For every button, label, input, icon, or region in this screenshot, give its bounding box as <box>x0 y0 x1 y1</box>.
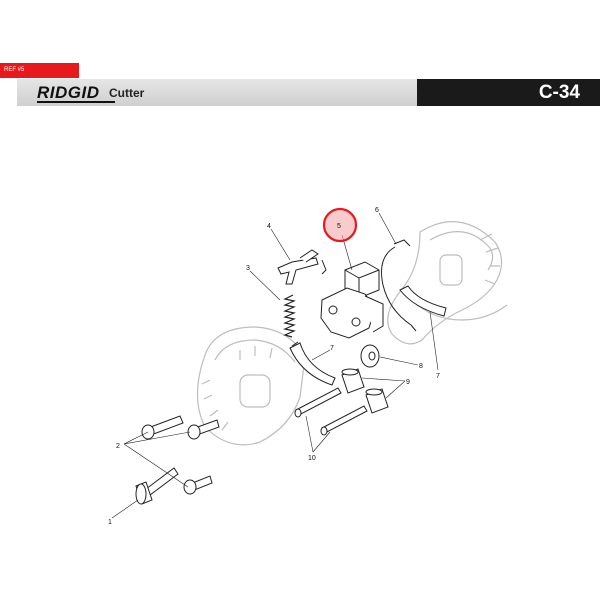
components <box>135 239 447 505</box>
part-5-carrier <box>320 261 384 339</box>
callout-7-right: 7 <box>436 373 440 380</box>
callout-4: 4 <box>267 223 271 230</box>
part-2-screws <box>141 415 220 495</box>
part-7-pawl-right <box>399 285 447 317</box>
header-band: RIDGID Cutter C-34 <box>17 79 600 106</box>
callout-9: 9 <box>406 379 410 386</box>
housing-parts <box>196 221 508 446</box>
callout-10: 10 <box>308 455 316 462</box>
part-code: C-34 <box>538 82 580 103</box>
brand-underline <box>37 101 115 103</box>
callout-3: 3 <box>246 265 250 272</box>
part-9-rollers <box>341 368 389 414</box>
ref-tag: REF #5 <box>0 63 79 78</box>
part-3-spring <box>283 294 296 338</box>
leader-lines <box>111 212 439 519</box>
callout-1: 1 <box>108 519 112 526</box>
highlight-circle-5 <box>322 207 358 243</box>
callout-6: 6 <box>375 207 379 214</box>
callout-2: 2 <box>116 443 120 450</box>
part-1-bolt <box>135 467 179 505</box>
part-6-wire-clip <box>381 239 417 332</box>
part-10-pins <box>294 387 368 436</box>
page-title: Cutter <box>109 86 145 100</box>
brand-logo: RIDGID <box>37 83 100 102</box>
left-housing <box>196 326 306 446</box>
header-black-bar <box>417 79 600 106</box>
part-7-pawl-left <box>289 341 336 386</box>
callout-8: 8 <box>419 363 423 370</box>
callout-7-left: 7 <box>330 345 334 352</box>
right-housing <box>387 221 508 345</box>
part-4-bracket <box>277 249 327 285</box>
part-8-roller-wheel <box>360 344 380 368</box>
callout-5: 5 <box>337 223 341 230</box>
